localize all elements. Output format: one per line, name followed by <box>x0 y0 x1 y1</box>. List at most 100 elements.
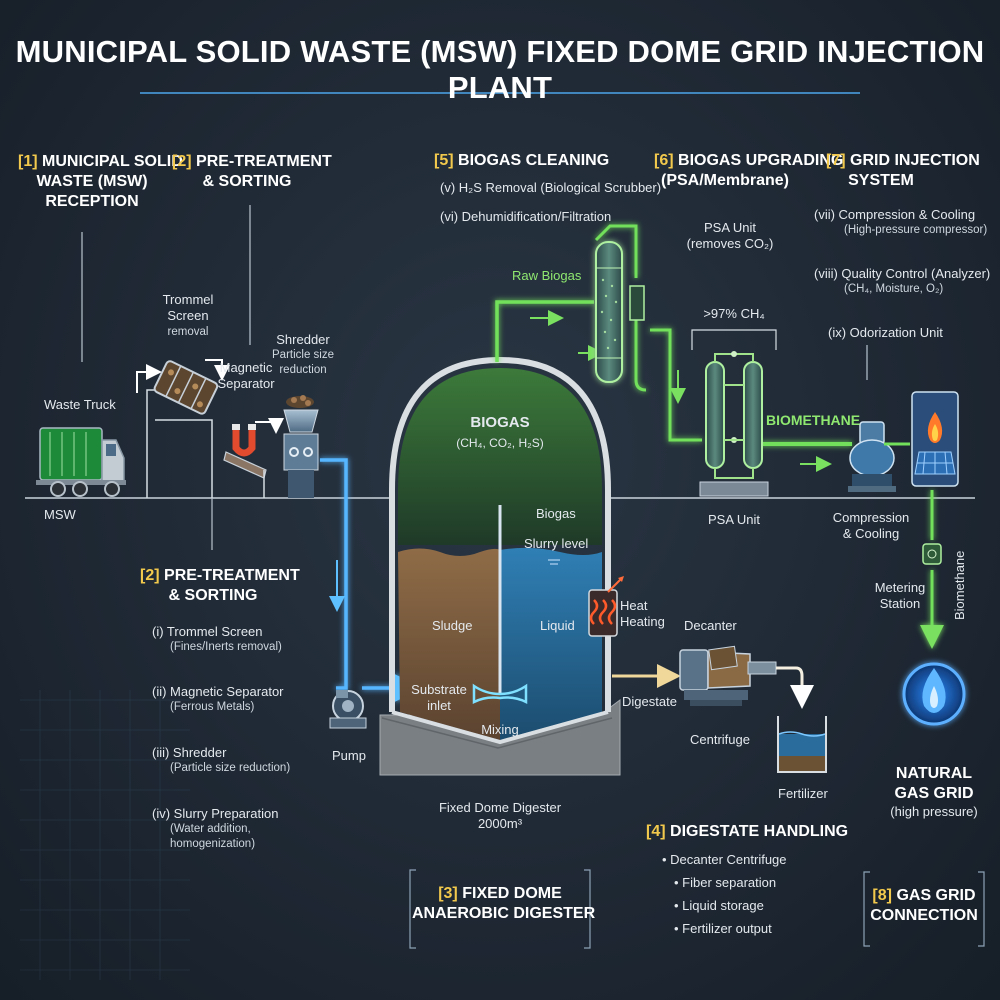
compression-label-2: & Cooling <box>828 526 914 542</box>
trommel-label-1: Trommel <box>156 292 220 308</box>
section-2-line-1: PRE-TREATMENT <box>196 153 332 170</box>
list-item-3-sub: (Particle size reduction) <box>152 761 290 775</box>
section-2-list-number: [2] <box>140 567 160 584</box>
section-3: [3] FIXED DOME ANAEROBIC DIGESTER <box>412 884 588 924</box>
list-item-1-main: (i) Trommel Screen <box>152 624 282 640</box>
trommel-screen-icon <box>153 360 218 498</box>
metering-label-2: Station <box>868 596 932 612</box>
section-5-number: [5] <box>434 152 454 169</box>
list-item-1-sub: (Fines/Inerts removal) <box>152 640 282 654</box>
shredder-label-2: Particle size <box>270 348 336 362</box>
section-8-number: [8] <box>872 887 892 904</box>
waste-truck-icon <box>36 428 126 496</box>
raw-biogas-label: Raw Biogas <box>512 268 581 284</box>
quality-analyzer-icon <box>912 392 958 486</box>
mixing-label: Mixing <box>472 722 528 738</box>
section-7-subtitle: SYSTEM <box>826 171 936 191</box>
section-2-list-line-1: PRE-TREATMENT <box>164 567 300 584</box>
biogas-composition-label: (CH₄, CO₂, H₂S) <box>440 436 560 451</box>
section-6-number: [6] <box>654 152 674 169</box>
shredder-label-3: reduction <box>270 363 336 377</box>
section-8: [8] GAS GRID CONNECTION <box>866 886 982 926</box>
compression-label-1: Compression <box>828 510 914 526</box>
biogas-inner-label: Biogas <box>536 506 576 522</box>
section-4-item-1: • Decanter Centrifuge <box>662 852 787 868</box>
list-item-3-main: (iii) Shredder <box>152 745 290 761</box>
substrate-label-2: inlet <box>408 698 470 714</box>
metering-station-label: Metering Station <box>868 580 932 613</box>
metering-label-1: Metering <box>868 580 932 596</box>
section-1-line-1: MUNICIPAL SOLID <box>42 153 183 170</box>
section-7-title: GRID INJECTION <box>850 152 980 169</box>
arrow-to-shredder <box>255 422 276 428</box>
decanter-centrifuge-icon <box>680 646 776 706</box>
section-4-item-4: • Fertilizer output <box>674 921 772 937</box>
section-4-item-3: • Liquid storage <box>674 898 764 914</box>
shredder-label: Shredder Particle size reduction <box>270 332 336 377</box>
fertilizer-label: Fertilizer <box>778 786 828 802</box>
heat-label-1: Heat <box>620 598 665 614</box>
section-1-line-2: WASTE (MSW) <box>18 172 166 192</box>
section-5: [5] BIOGAS CLEANING <box>434 151 609 171</box>
list-item: (ii) Magnetic Separator (Ferrous Metals) <box>152 684 284 715</box>
waste-truck-label: Waste Truck <box>44 397 116 413</box>
section-7-item-2: (viii) Quality Control (Analyzer) (CH₄, … <box>814 266 990 297</box>
section-2-list-line-2: & SORTING <box>140 586 286 606</box>
slurry-level-label: Slurry level <box>524 536 588 552</box>
section-4: [4] DIGESTATE HANDLING <box>646 822 848 842</box>
list-item-4-main: (iv) Slurry Preparation <box>152 806 278 822</box>
digester-label-1: Fixed Dome Digester <box>420 800 580 816</box>
section-2-title-top: [2] PRE-TREATMENT & SORTING <box>172 152 322 192</box>
section-8-subtitle: CONNECTION <box>866 906 982 926</box>
section-1-number: [1] <box>18 153 38 170</box>
metering-station-icon <box>923 544 941 564</box>
section-3-title: FIXED DOME <box>462 885 562 902</box>
psa-unit-label-1: PSA Unit <box>684 220 776 236</box>
centrifuge-label: Centrifuge <box>690 732 750 748</box>
section-6-title: BIOGAS UPGRADING <box>678 152 843 169</box>
list-item: (iv) Slurry Preparation (Water addition,… <box>152 806 278 851</box>
arrow-to-fertilizer <box>776 668 802 700</box>
decanter-label: Decanter <box>684 618 737 634</box>
heat-label-2: Heating <box>620 614 665 630</box>
section-7: [7] GRID INJECTION SYSTEM <box>826 151 936 191</box>
digester-label-2: 2000m³ <box>420 816 580 832</box>
msw-label: MSW <box>44 507 76 523</box>
section-6: [6] BIOGAS UPGRADING (PSA/Membrane) <box>654 151 796 191</box>
section-3-number: [3] <box>438 885 458 902</box>
substrate-label-1: Substrate <box>408 682 470 698</box>
section-2-list-title: [2] PRE-TREATMENT & SORTING <box>140 566 286 606</box>
psa-unit-top-label: PSA Unit (removes CO₂) <box>684 220 776 253</box>
gas-grid-flame-icon <box>904 664 964 724</box>
list-item-4-sub: (Water addition, <box>152 822 278 836</box>
list-item-2-sub: (Ferrous Metals) <box>152 700 284 714</box>
magnetic-label-1: Magnetic <box>214 360 278 376</box>
psa-unit-label-2: (removes CO₂) <box>684 236 776 252</box>
natural-gas-line-3: (high pressure) <box>884 804 984 820</box>
biogas-dome-label: BIOGAS <box>450 414 550 433</box>
section-7-item-2-main: (viii) Quality Control (Analyzer) <box>814 266 990 282</box>
section-7-item-2-sub: (CH₄, Moisture, O₂) <box>814 282 990 296</box>
section-7-item-1-sub: (High-pressure compressor) <box>814 223 987 237</box>
sludge-label: Sludge <box>432 618 472 634</box>
section-7-item-3: (ix) Odorization Unit <box>828 325 943 341</box>
natural-gas-line-1: NATURAL <box>884 764 984 784</box>
list-item: (iii) Shredder (Particle size reduction) <box>152 745 290 776</box>
list-item-4-sub-2: homogenization) <box>152 837 278 851</box>
list-item: (i) Trommel Screen (Fines/Inerts removal… <box>152 624 282 655</box>
natural-gas-grid-label: NATURAL GAS GRID (high pressure) <box>884 764 984 820</box>
section-1-line-3: RECEPTION <box>18 192 166 212</box>
natural-gas-line-2: GAS GRID <box>884 784 984 804</box>
psa-unit-bottom-label: PSA Unit <box>694 512 774 528</box>
section-2-list: [2] PRE-TREATMENT & SORTING <box>140 566 286 606</box>
section-7-item-1-main: (vii) Compression & Cooling <box>814 207 987 223</box>
section-7-number: [7] <box>826 152 846 169</box>
substrate-inlet-label: Substrate inlet <box>408 682 470 715</box>
section-4-number: [4] <box>646 823 666 840</box>
magnetic-separator-label: Magnetic Separator <box>214 360 278 393</box>
section-5-item-1: (v) H₂S Removal (Biological Scrubber) <box>440 180 661 196</box>
section-6-subtitle: (PSA/Membrane) <box>654 171 796 191</box>
magnetic-separator-icon <box>224 424 266 498</box>
methane-purity-label: >97% CH₄ <box>692 306 776 322</box>
